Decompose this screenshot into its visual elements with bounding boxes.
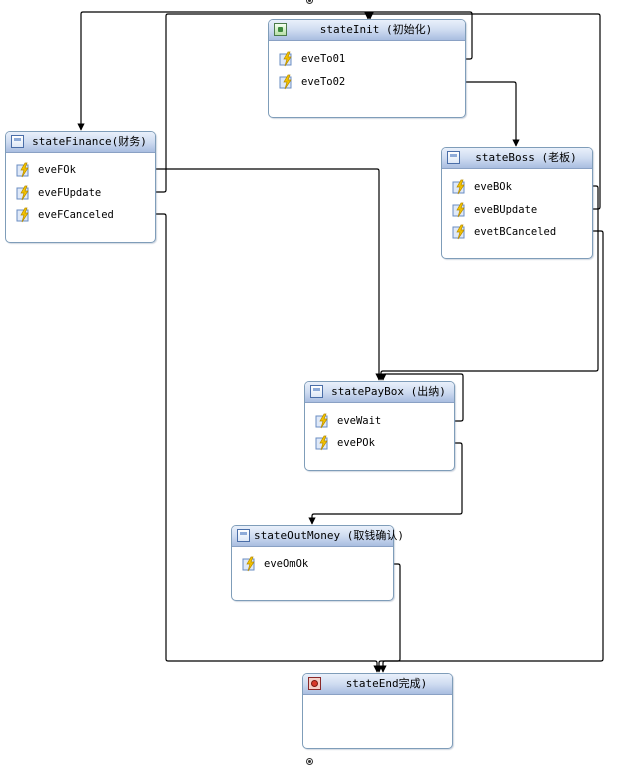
event-driven-lightning-icon <box>452 202 465 218</box>
event-label: eveFOk <box>38 164 76 176</box>
transition-evetBCanceled[interactable] <box>375 230 604 673</box>
state-header[interactable]: stateInit (初始化) <box>269 20 465 41</box>
transition-eveTo01[interactable] <box>77 11 473 131</box>
transition-eveWait[interactable] <box>379 373 464 422</box>
event-driven-lightning-icon <box>315 413 328 429</box>
event-driven-lightning-icon <box>279 74 292 90</box>
event-label: eveTo01 <box>301 53 346 65</box>
canvas-top-marker-icon <box>306 0 313 4</box>
state-header[interactable]: stateEnd完成) <box>303 674 452 695</box>
state-title: statePayBox (出纳) <box>331 385 446 398</box>
event-driven-lightning-icon <box>279 51 292 67</box>
event-driven-lightning-icon <box>16 207 29 223</box>
transition-eveTo02[interactable] <box>352 81 520 147</box>
event-label: eveTo02 <box>301 76 346 88</box>
state-icon <box>447 151 460 164</box>
state-boss[interactable]: stateBoss (老板) eveBOk eveBUpdate evetBCa… <box>441 147 593 259</box>
state-title: stateInit (初始化) <box>319 23 433 36</box>
init-state-icon <box>274 23 287 36</box>
state-header[interactable]: statePayBox (出纳) <box>305 382 454 403</box>
state-header[interactable]: stateOutMoney (取钱确认) <box>232 526 404 547</box>
event-driven-lightning-icon <box>16 185 29 201</box>
event-driven-lightning-icon <box>452 179 465 195</box>
state-icon <box>11 135 24 148</box>
event-label: evePOk <box>337 437 375 449</box>
state-icon <box>237 529 250 542</box>
state-title: stateOutMoney (取钱确认) <box>254 529 404 542</box>
event-driven-lightning-icon <box>452 224 465 240</box>
transition-eveFCanceled[interactable] <box>117 213 381 673</box>
state-end[interactable]: stateEnd完成) <box>302 673 453 749</box>
transition-eveOmOk[interactable] <box>316 563 401 673</box>
state-finance[interactable]: stateFinance(财务) eveFOk eveFUpdate eveFC… <box>5 131 156 243</box>
state-title: stateEnd完成) <box>345 677 428 690</box>
transition-eveBUpdate[interactable] <box>366 12 601 210</box>
event-label: eveFCanceled <box>38 209 114 221</box>
event-driven-lightning-icon <box>242 556 255 572</box>
state-header[interactable]: stateFinance(财务) <box>6 132 155 153</box>
event-driven-lightning-icon <box>16 162 29 178</box>
state-title: stateBoss (老板) <box>475 151 577 164</box>
event-label: eveBOk <box>474 181 512 193</box>
event-label: evetBCanceled <box>474 226 557 238</box>
state-outmoney[interactable]: stateOutMoney (取钱确认) eveOmOk <box>231 525 404 601</box>
transition-evePOk[interactable] <box>308 442 463 525</box>
event-label: eveWait <box>337 415 382 427</box>
event-label: eveFUpdate <box>38 187 102 199</box>
state-init[interactable]: stateInit (初始化) eveTo01 eveTo02 <box>268 19 466 118</box>
state-icon <box>310 385 323 398</box>
canvas-bottom-marker-icon <box>306 758 313 765</box>
transition-eveFOk[interactable] <box>84 168 383 381</box>
event-label: eveOmOk <box>264 558 309 570</box>
transition-eveBOk[interactable] <box>377 185 599 381</box>
event-driven-lightning-icon <box>315 435 328 451</box>
state-paybox[interactable]: statePayBox (出纳) eveWait evePOk <box>304 381 455 471</box>
completed-state-icon <box>308 677 321 690</box>
state-title: stateFinance(财务) <box>32 135 147 148</box>
state-header[interactable]: stateBoss (老板) <box>442 148 592 169</box>
event-label: eveBUpdate <box>474 204 538 216</box>
